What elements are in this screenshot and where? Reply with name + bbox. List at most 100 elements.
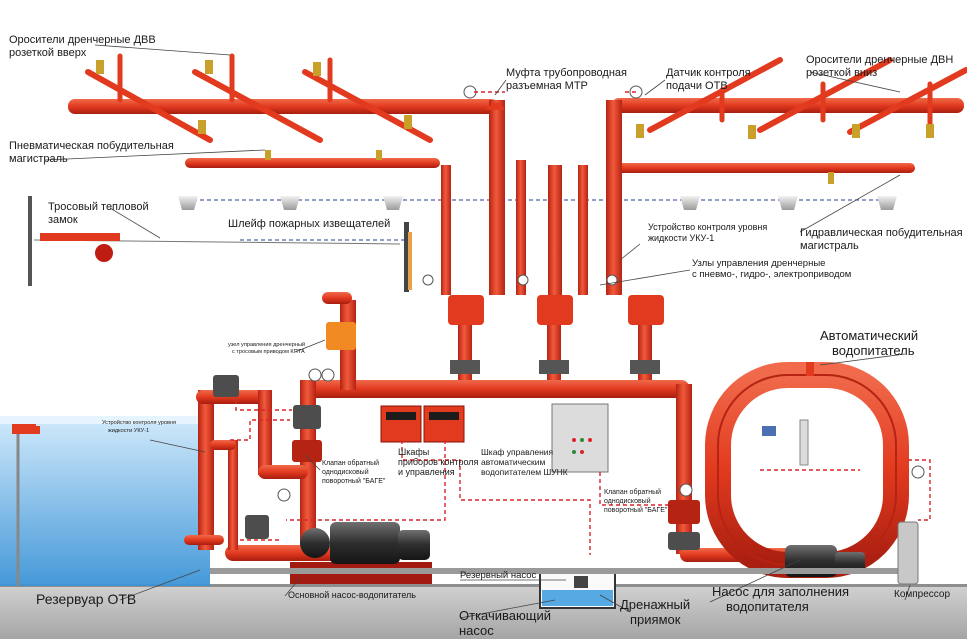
svg-text:Пневматическая побудительная: Пневматическая побудительная xyxy=(9,140,174,152)
label-coupling-line2: разъемная МТР xyxy=(506,80,588,92)
pressure-gauge-icon xyxy=(911,465,925,479)
pressure-gauge-icon xyxy=(517,274,529,286)
smoke-detector-icon xyxy=(877,196,897,210)
sprinkler-icon xyxy=(404,115,412,129)
label-dvv-line2: розеткой вверх xyxy=(9,47,87,59)
hydraulic-main xyxy=(615,163,915,173)
svg-text:разъемная МТР: разъемная МТР xyxy=(506,80,588,92)
svg-text:подачи ОТВ: подачи ОТВ xyxy=(666,80,728,92)
sprinkler-heads xyxy=(96,60,934,184)
svg-text:узел управления дренчерный: узел управления дренчерный xyxy=(228,341,305,348)
svg-text:с тросовым приводом КПТА: с тросовым приводом КПТА xyxy=(232,349,305,355)
label-detector-loop: Шлейф пожарных извещателей xyxy=(228,218,390,230)
label-hydraulic-line2: магистраль xyxy=(800,240,859,252)
label-shunk-line2: автоматическим xyxy=(481,457,545,467)
sprinkler-icon xyxy=(313,62,321,76)
label-cable-drive-unit: узел управления дренчерный с тросовым пр… xyxy=(228,341,305,355)
label-flow-sensor-line2: подачи ОТВ xyxy=(666,80,728,92)
svg-text:Узлы управления дренчерные: Узлы управления дренчерные xyxy=(692,258,825,269)
svg-text:магистраль: магистраль xyxy=(9,153,68,165)
drain-pit xyxy=(539,571,616,609)
svg-text:Автоматический: Автоматический xyxy=(820,328,918,343)
label-uku1-line1: Устройство контроля уровня xyxy=(648,222,767,232)
drench-units xyxy=(448,295,664,380)
sprinkler-icon xyxy=(265,150,271,160)
valve-icon xyxy=(668,500,700,524)
dvn-main-pipe xyxy=(612,57,967,135)
label-cabinets-line1: Шкафы xyxy=(398,447,429,457)
valve-icon xyxy=(245,515,269,539)
valve-icon xyxy=(326,322,356,350)
label-reservoir: Резервуар ОТВ xyxy=(36,591,136,607)
svg-text:Дренажный: Дренажный xyxy=(620,597,690,612)
label-cabinets-line3: и управления xyxy=(398,467,455,477)
svg-text:магистраль: магистраль xyxy=(800,240,859,252)
label-dvn: Оросители дренчерные ДВН розеткой вниз xyxy=(806,54,953,79)
label-drain-pump: Откачивающий насос xyxy=(459,608,551,638)
label-dvn-line1: Оросители дренчерные ДВН xyxy=(806,54,953,66)
reserve-pump-line xyxy=(210,568,910,574)
label-shunk-line1: Шкаф управления xyxy=(481,447,554,457)
svg-text:поворотный "БАГЕ": поворотный "БАГЕ" xyxy=(322,477,386,485)
valves xyxy=(213,322,700,550)
valve-icon xyxy=(292,440,322,462)
drench-unit-3 xyxy=(628,295,664,380)
auto-water-tank xyxy=(705,362,909,578)
sprinkler-icon xyxy=(96,60,104,74)
smoke-detector-icon xyxy=(778,196,798,210)
label-check-valve-left: Клапан обратный однодисковый поворотный … xyxy=(322,459,386,485)
label-cable-lock-line1: Тросовый тепловой xyxy=(48,201,149,213)
pressure-gauge-icon xyxy=(321,368,335,382)
svg-text:однодисковый: однодисковый xyxy=(322,468,369,476)
leader-lines xyxy=(44,44,911,619)
reservoir-tank xyxy=(0,416,210,586)
svg-text:Датчик контроля: Датчик контроля xyxy=(666,67,751,79)
sprinkler-icon xyxy=(828,172,834,184)
control-cabinet-icon xyxy=(551,403,609,473)
svg-text:автоматическим: автоматическим xyxy=(481,457,545,467)
label-coupling-line1: Муфта трубопроводная xyxy=(506,67,627,79)
svg-text:Оросители дренчерные ДВН: Оросители дренчерные ДВН xyxy=(806,54,953,66)
svg-text:и управления: и управления xyxy=(398,467,455,477)
svg-text:Откачивающий: Откачивающий xyxy=(459,608,551,623)
dvv-main-pipe xyxy=(68,53,498,143)
control-cabinet-icon xyxy=(380,405,422,443)
svg-text:замок: замок xyxy=(48,214,78,226)
label-hydraulic-line1: Гидравлическая побудительная xyxy=(800,227,963,239)
label-pit-line1: Дренажный xyxy=(620,597,690,612)
label-pit: Дренажный приямок xyxy=(620,597,690,627)
label-pneumatic-line1: Пневматическая побудительная xyxy=(9,140,174,152)
svg-text:приямок: приямок xyxy=(630,612,681,627)
label-reserve-pump: Резервный насос xyxy=(460,570,537,581)
pressure-gauge-icon xyxy=(422,274,434,286)
label-cable-drive-line1: узел управления дренчерный xyxy=(228,341,305,348)
sprinkler-icon xyxy=(748,125,756,139)
sprinkler-icon xyxy=(852,124,860,138)
svg-text:Муфта трубопроводная: Муфта трубопроводная xyxy=(506,67,627,79)
label-drench-units-line1: Узлы управления дренчерные xyxy=(692,258,825,269)
label-hydraulic: Гидравлическая побудительная магистраль xyxy=(800,227,963,252)
signal-lines xyxy=(230,91,931,555)
svg-text:розеткой вверх: розеткой вверх xyxy=(9,47,87,59)
control-cabinet-icon xyxy=(423,405,465,443)
svg-text:приборов контроля: приборов контроля xyxy=(398,457,479,467)
smoke-detector-icon xyxy=(280,196,300,210)
svg-text:водопитателя: водопитателя xyxy=(726,599,809,614)
sprinkler-icon xyxy=(198,120,206,134)
label-drain-pump-line2: насос xyxy=(459,623,494,638)
sprinkler-icon xyxy=(376,150,382,160)
sprinkler-icon xyxy=(926,124,934,138)
compressor xyxy=(897,521,919,585)
label-cabinets-line2: приборов контроля xyxy=(398,457,479,467)
risers xyxy=(441,100,622,295)
pressure-gauge-icon xyxy=(679,483,693,497)
cable-heat-lock xyxy=(28,196,412,292)
label-auto-tank-line2: водопитатель xyxy=(832,343,915,358)
smoke-detector-icon xyxy=(178,196,198,210)
label-compressor: Компрессор xyxy=(894,589,950,600)
sprinkler-icon xyxy=(636,124,644,138)
label-cvr-line1: Клапан обратный xyxy=(604,488,661,496)
label-pneumatic-line2: магистраль xyxy=(9,153,68,165)
svg-text:жидкости УКУ-1: жидкости УКУ-1 xyxy=(648,233,714,243)
label-uku1-line2: жидкости УКУ-1 xyxy=(648,233,714,243)
